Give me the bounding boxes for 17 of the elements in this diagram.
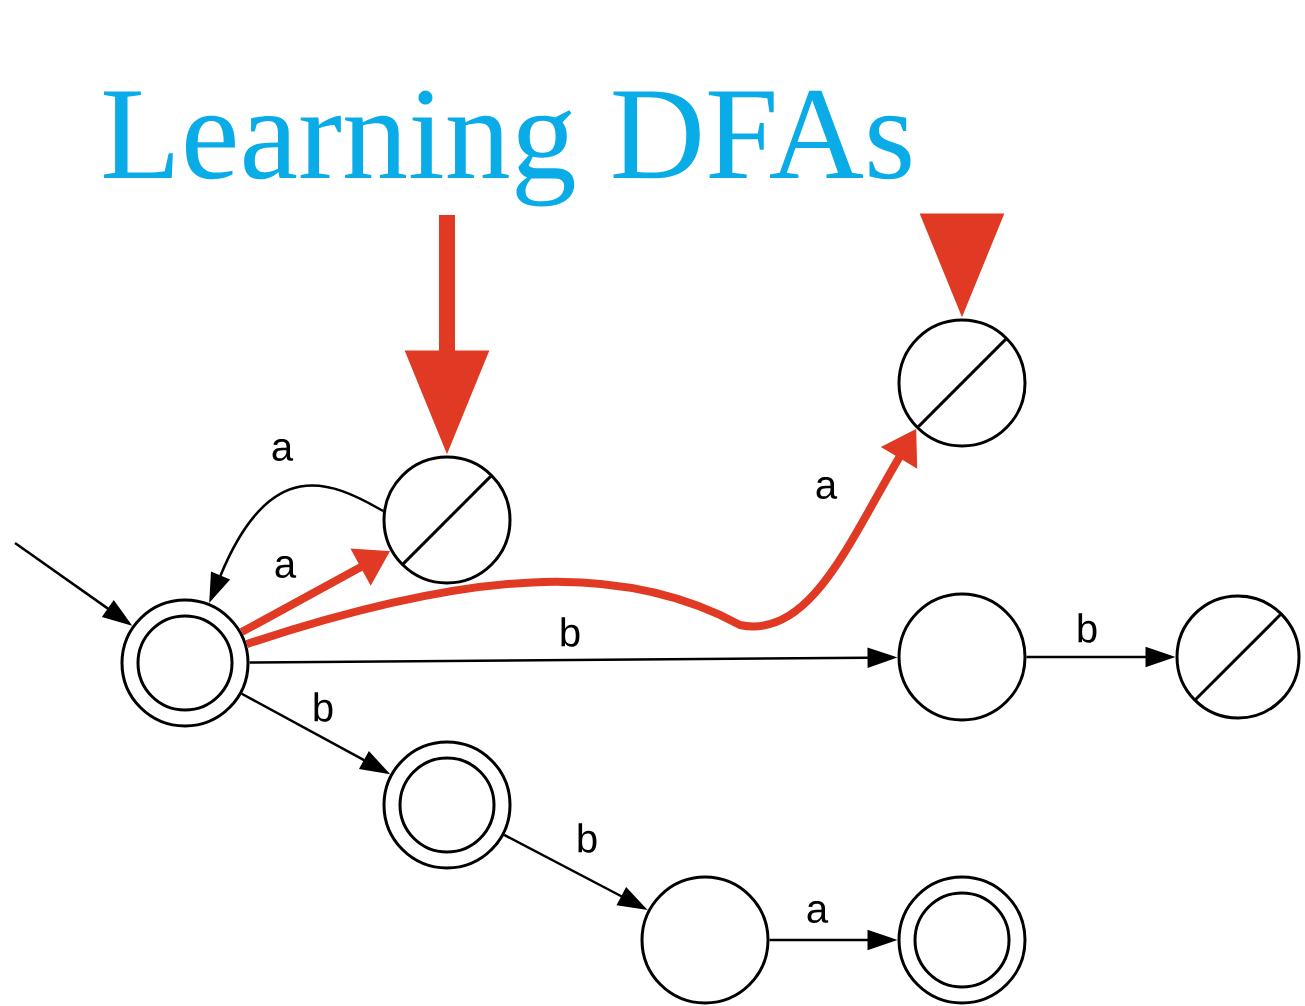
slashed-circle: [1175, 594, 1301, 720]
title: Learning DFAs: [104, 90, 911, 207]
edge-label: b: [573, 821, 601, 855]
edge-label: a: [271, 554, 299, 580]
edge-label: b: [556, 615, 584, 649]
slashed-circle: [897, 318, 1027, 448]
circle: [897, 592, 1027, 722]
double-circle: [382, 740, 512, 870]
slashed-circle: [382, 455, 512, 585]
double-circle: [897, 875, 1027, 1005]
edge-label: b: [309, 690, 337, 724]
circle: [640, 875, 770, 1005]
edge-label: a: [268, 437, 296, 463]
double-circle: [120, 598, 250, 728]
edge-label: b: [1073, 611, 1101, 645]
edge-label: a: [812, 475, 840, 501]
edge-label: a: [803, 899, 831, 925]
